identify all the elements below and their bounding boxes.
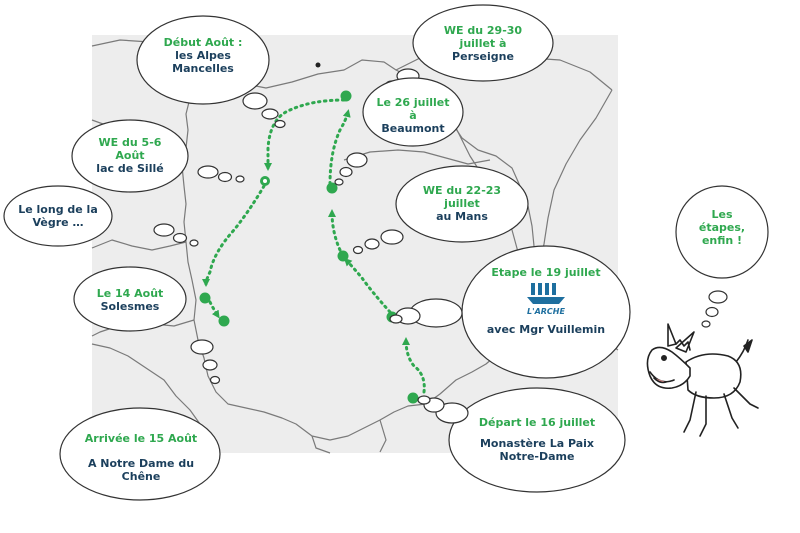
bubble-arrivee-date: Arrivée le 15 Août: [84, 432, 198, 445]
bubble-le-14-aout: Le 14 Août Solesmes: [88, 287, 172, 313]
bubble-debut-aout-place: les Alpes Mancelles: [172, 49, 234, 75]
bubble-etape-19: Etape le 19 juillet L'ARCHE avec Mgr Vui…: [486, 266, 606, 336]
bubble-depart-date: Départ le 16 juillet: [478, 416, 596, 429]
bubble-etape-19-guest: avec Mgr Vuillemin: [486, 323, 606, 336]
route-leg-1: [402, 337, 426, 394]
bubble-we-22-23-place: au Mans: [436, 210, 488, 223]
bubble-depart-place: Monastère La Paix Notre-Dame: [479, 437, 595, 463]
route-leg-2: [343, 257, 392, 314]
donkey-illustration: [646, 323, 759, 437]
bubble-we-29-30-date: WE du 29-30 juillet à: [443, 24, 523, 50]
arche-logo-text: L'ARCHE: [527, 307, 565, 316]
route-leg-3: [328, 209, 342, 252]
neighbor-south: [311, 435, 331, 454]
stop-notre-dame: [218, 315, 230, 327]
inner-border-south: [379, 419, 387, 453]
bubble-le-14-date: Le 14 Août: [96, 287, 164, 300]
stop-solesmes: [199, 292, 211, 304]
stop-beaumont: [340, 90, 352, 102]
thought-bubbles: [3, 4, 769, 501]
route: [202, 98, 426, 394]
cloud-we-5-6: [71, 119, 245, 193]
bubble-arrivee: Arrivée le 15 Août A Notre Dame du Chêne: [80, 432, 202, 483]
cloud-vegre: [3, 185, 199, 247]
bubble-we-29-30-place: Perseigne: [452, 50, 514, 63]
bubble-debut-aout-date: Début Août :: [163, 36, 243, 49]
bubble-vegre: Le long de la Vègre …: [14, 203, 102, 229]
bubble-we-29-30: WE du 29-30 juillet à Perseigne: [428, 24, 538, 63]
bubble-le-26-date: Le 26 juillet à: [376, 96, 450, 122]
cloud-arrivee: [59, 407, 221, 501]
bubble-vegre-text: Le long de la Vègre …: [18, 203, 98, 229]
route-leg-6: [202, 184, 266, 287]
bubble-le-26-place: Beaumont: [381, 122, 445, 135]
bubble-we-5-6-place: lac de Sillé: [96, 162, 164, 175]
bubble-arrivee-place: A Notre Dame du Chêne: [87, 457, 195, 483]
map-city-dot: [315, 62, 321, 68]
stop-perseigne: [326, 182, 338, 194]
bubble-we-5-6: WE du 5-6 Août lac de Sillé: [90, 136, 170, 175]
bubble-we-5-6-date: WE du 5-6 Août: [98, 136, 162, 162]
route-leg-7: [208, 300, 220, 319]
route-leg-4: [328, 109, 351, 186]
bubble-we-22-23-date: WE du 22-23 juillet: [422, 184, 502, 210]
cloud-les-etapes: [675, 185, 769, 328]
bubble-le-14-place: Solesmes: [100, 300, 160, 313]
bubble-etape-19-date: Etape le 19 juillet: [491, 266, 601, 279]
neighbor-east: [539, 89, 613, 263]
route-leg-5: [264, 98, 346, 171]
cloud-debut-aout: [136, 15, 286, 129]
inner-border-center: [343, 149, 491, 165]
cloud-depart: [417, 387, 626, 493]
bubble-le-26: Le 26 juillet à Beaumont: [374, 96, 452, 135]
bubble-depart: Départ le 16 juillet Monastère La Paix N…: [472, 416, 602, 463]
stop-depart: [407, 392, 419, 404]
stop-le-mans: [337, 250, 349, 262]
cloud-le-26: [334, 77, 464, 186]
bubble-we-22-23: WE du 22-23 juillet au Mans: [412, 184, 512, 223]
stop-sille-center: [263, 179, 267, 183]
cloud-we-22-23: [352, 165, 529, 255]
arche-boat-logo: L'ARCHE: [527, 283, 565, 316]
bubble-debut-aout: Début Août : les Alpes Mancelles: [148, 36, 258, 75]
bubble-les-etapes-text: Les étapes, enfin !: [698, 208, 746, 247]
bubble-les-etapes: Les étapes, enfin !: [692, 208, 752, 247]
cloud-le-14-aout: [73, 266, 221, 385]
cloud-etape-19: [389, 245, 631, 379]
neighbor-west-2: [91, 239, 187, 251]
